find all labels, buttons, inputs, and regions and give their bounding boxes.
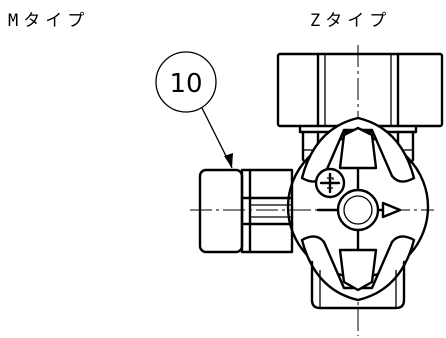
callout-10: 10 xyxy=(155,51,233,169)
z-type-label: Zタイプ xyxy=(310,11,392,31)
handle-stem xyxy=(316,166,402,252)
phillips-screw xyxy=(314,167,346,199)
m-type-label: Mタイプ xyxy=(8,11,90,31)
bottom-outlet xyxy=(310,260,406,310)
callout-number: 10 xyxy=(169,69,202,99)
m-type-port xyxy=(198,168,294,254)
